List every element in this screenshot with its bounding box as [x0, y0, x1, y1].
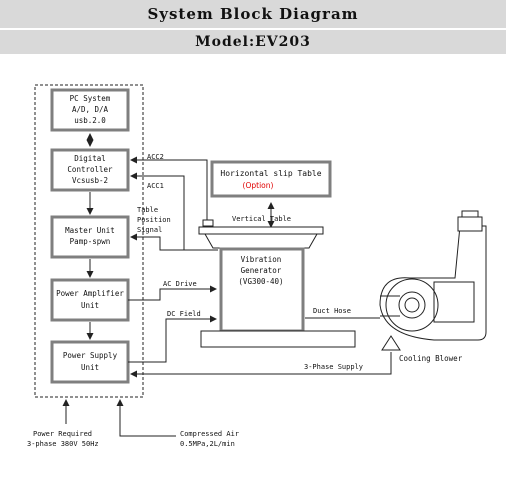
table-position-label-1: Table [137, 206, 158, 214]
power-supply-line-2: Unit [81, 363, 99, 372]
pc-system-line-3: usb.2.0 [74, 116, 106, 125]
digital-controller-line-2: Controller [67, 165, 113, 174]
ac-drive-label: AC Drive [163, 280, 197, 288]
vg-line-1: Vibration [241, 255, 282, 264]
cooling-blower-label: Cooling Blower [399, 354, 463, 363]
table-position-label-3: Signal [137, 226, 162, 234]
digital-controller-block: Digital Controller Vcsusb-2 [50, 148, 130, 192]
model-title: Model:EV203 [0, 30, 506, 54]
diagram-title-text: System Block Diagram [147, 5, 359, 23]
table-position-signal-line [130, 233, 218, 251]
slip-table-label: Horizontal slip Table [220, 169, 321, 178]
power-amplifier-block: Power Amplifier Unit [50, 278, 130, 322]
model-title-text: Model:EV203 [195, 34, 311, 50]
dc-field-line [128, 315, 217, 363]
ac-drive-line [128, 285, 217, 301]
digital-controller-line-1: Digital [74, 154, 106, 163]
power-amplifier-line-2: Unit [81, 301, 99, 310]
three-phase-supply-line [130, 352, 392, 378]
acc2-signal-line [130, 156, 208, 220]
vertical-table-top [198, 226, 324, 235]
pc-system-line-1: PC System [70, 94, 111, 103]
vibration-generator-block: Vibration Generator (VG300-40) [219, 247, 305, 333]
diagram-title: System Block Diagram [0, 0, 506, 28]
vg-line-2: Generator [241, 266, 282, 275]
power-supply-line-1: Power Supply [63, 351, 118, 360]
table-position-label-2: Position [137, 216, 171, 224]
master-unit-line-2: Pamp-spwn [70, 237, 111, 246]
power-amplifier-line-1: Power Amplifier [56, 289, 124, 298]
pc-system-line-2: A/D, D/A [72, 105, 109, 114]
cooling-blower-icon [379, 210, 487, 351]
three-phase-supply-label: 3-Phase Supply [304, 363, 363, 371]
compressed-air-line-1: Compressed Air [180, 430, 239, 438]
acc1-label: ACC1 [147, 182, 164, 190]
vertical-table-base [204, 233, 318, 249]
vibration-generator-base [200, 330, 356, 348]
option-label: (Option) [243, 181, 274, 190]
power-required-line-2: 3-phase 380V 50Hz [27, 440, 99, 448]
compressed-air-line-2: 0.5MPa,2L/min [180, 440, 235, 448]
master-unit-block: Master Unit Pamp-spwn [50, 215, 130, 259]
power-required-line-1: Power Required [33, 430, 92, 438]
compressed-air-arrow [116, 399, 176, 437]
master-unit-line-1: Master Unit [65, 226, 115, 235]
table-sensor [202, 219, 214, 227]
duct-hose-label: Duct Hose [313, 307, 351, 315]
acc1-signal-line [130, 172, 185, 250]
vertical-table-label: Vertical Table [232, 215, 291, 223]
horizontal-slip-table-block: Horizontal slip Table (Option) [210, 160, 332, 198]
power-supply-block: Power Supply Unit [50, 340, 130, 384]
pc-system-block: PC System A/D, D/A usb.2.0 [50, 88, 130, 132]
dc-field-label: DC Field [167, 310, 201, 318]
digital-controller-line-3: Vcsusb-2 [72, 176, 108, 185]
acc2-label: ACC2 [147, 153, 164, 161]
vg-line-3: (VG300-40) [238, 277, 283, 286]
